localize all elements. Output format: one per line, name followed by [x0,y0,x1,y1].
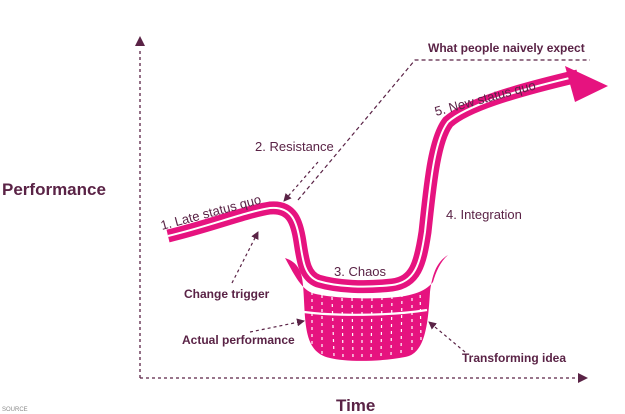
stage-new-status-quo: 5. New status quo [433,77,537,118]
change-curve [166,66,608,361]
change-trigger-label: Change trigger [184,287,270,301]
right-arrow-icon [578,373,588,383]
pointer-arrows [231,161,466,353]
stage-chaos: 3. Chaos [334,264,387,279]
source-footnote: SOURCE [2,407,28,413]
transforming-idea-label: Transforming idea [462,351,566,365]
curve-outer [166,69,580,294]
axes [135,36,588,383]
change-trigger-pointer [231,231,259,284]
curve-centerline [167,75,579,288]
curve-arrowhead-icon [565,66,608,102]
transforming-idea-pointer [428,321,466,353]
actual-performance-line [303,308,428,316]
naive-expectation-line [297,59,590,201]
naive-expectation-label: What people naively expect [428,41,585,55]
chaos-band [285,255,448,361]
chaos-texture [311,287,422,359]
stage-resistance: 2. Resistance [255,139,334,154]
x-axis-label: Time [336,396,375,414]
actual-performance-label: Actual performance [182,333,295,347]
actual-performance-pointer [249,318,305,333]
y-axis-label: Performance [2,180,106,199]
resistance-pointer [283,161,319,202]
stage-integration: 4. Integration [446,207,522,222]
up-arrow-icon [135,36,145,46]
